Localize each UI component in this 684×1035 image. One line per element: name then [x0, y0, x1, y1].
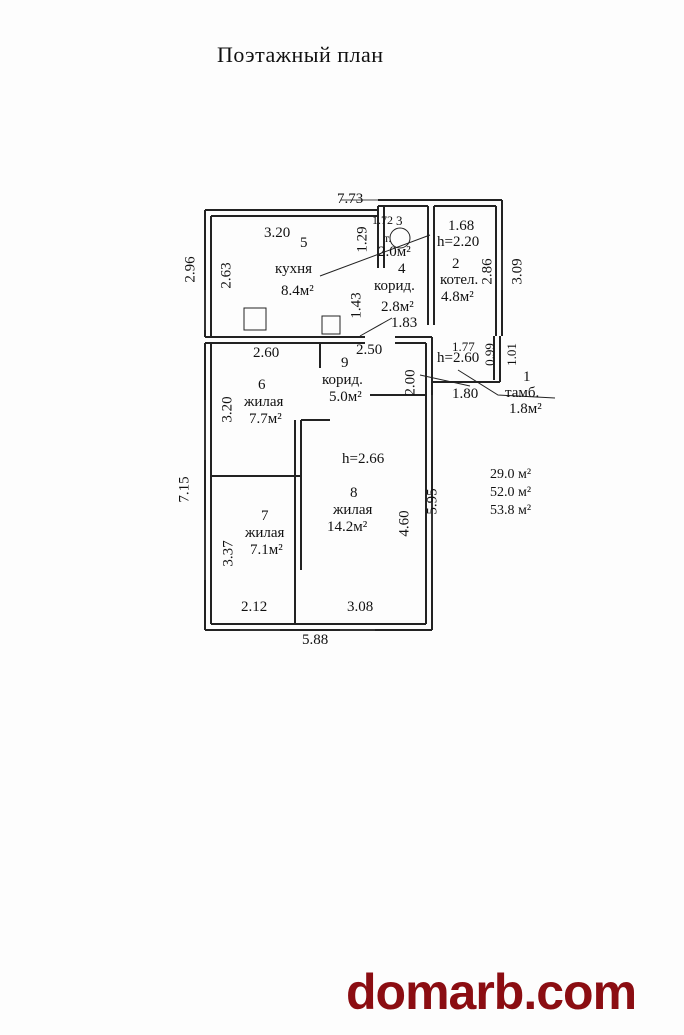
room-4-area: 2.8м² — [381, 299, 414, 315]
room-4-name: корид. — [374, 278, 415, 294]
room-1-area: 1.8м² — [509, 401, 542, 417]
room-9-num: 9 — [341, 355, 349, 371]
dim: 3.37 — [220, 540, 237, 567]
dim: 2.96 — [182, 256, 199, 283]
room-4-num: 4 — [398, 261, 406, 277]
room-8-area: 14.2м² — [327, 519, 368, 535]
room-9-name: корид. — [322, 372, 363, 388]
dim: 1.29 — [354, 226, 371, 253]
room-2-name: котел. — [440, 272, 479, 288]
dim: 3.20 — [219, 396, 236, 423]
room-8-num: 8 — [350, 485, 358, 501]
dim: 1.77 — [452, 339, 475, 354]
room-7-num: 7 — [261, 508, 269, 524]
wall-bath — [377, 199, 428, 268]
room-1-name: тамб. — [505, 385, 540, 401]
dim: 1.72 — [372, 213, 393, 227]
dim: 2.60 — [253, 345, 280, 361]
dim: 7.15 — [176, 476, 193, 503]
room-2-num: 2 — [452, 256, 460, 272]
dim: 2.12 — [241, 599, 268, 615]
main-height: h=2.66 — [342, 451, 385, 467]
wall-main — [204, 337, 433, 631]
wall-divider — [205, 336, 432, 344]
dim: 1.83 — [391, 315, 418, 331]
room-6-name: жилая — [244, 394, 284, 410]
wall-kitchen — [204, 209, 378, 337]
total-area: 52.0 м² — [490, 485, 532, 500]
room-5-name: кухня — [275, 261, 313, 277]
dim: 1.01 — [503, 343, 519, 366]
dim: 2.86 — [479, 258, 496, 285]
dim: 7.73 — [337, 191, 364, 207]
dim: 1.68 — [448, 218, 475, 234]
room-3-num: 3 — [396, 213, 403, 228]
plan-title: Поэтажный план — [217, 42, 384, 67]
room-7-name: жилая — [245, 525, 285, 541]
total-living: 29.0 м² — [490, 467, 532, 482]
room-5-num: 5 — [300, 235, 308, 251]
wall-partitions — [211, 343, 426, 624]
dim: 0.99 — [481, 343, 497, 366]
room-3-name: т. — [384, 231, 392, 245]
dim: 4.60 — [396, 510, 413, 537]
toilet-icon — [389, 227, 411, 249]
dim: 1.43 — [348, 292, 365, 319]
stove-icon — [243, 307, 267, 331]
watermark-logo: domarb.com — [346, 964, 637, 1020]
room-3-area: 2.0м² — [378, 244, 411, 260]
room-9-area: 5.0м² — [329, 389, 362, 405]
dim: 3.08 — [347, 599, 374, 615]
dim: 3.20 — [264, 225, 291, 241]
room-8-name: жилая — [333, 502, 373, 518]
room-7-area: 7.1м² — [250, 542, 283, 558]
room-6-area: 7.7м² — [249, 411, 282, 427]
dim: 2.00 — [402, 369, 419, 396]
dim: 5.88 — [302, 632, 329, 648]
dim: 1.80 — [452, 386, 479, 402]
room-5-area: 8.4м² — [281, 283, 314, 299]
dim: 3.09 — [509, 258, 526, 285]
boiler-height: h=2.20 — [437, 234, 480, 250]
wall-vestibule — [432, 336, 501, 383]
vestibule-height: h=2.60 — [437, 350, 480, 366]
sink-icon — [321, 315, 341, 335]
total-general: 53.8 м² — [490, 503, 532, 518]
dim: 2.63 — [218, 262, 235, 289]
room-6-num: 6 — [258, 377, 266, 393]
dim: 2.50 — [356, 342, 383, 358]
room-1-num: 1 — [523, 369, 531, 385]
dim: 5.95 — [424, 488, 441, 515]
room-2-area: 4.8м² — [441, 289, 474, 305]
